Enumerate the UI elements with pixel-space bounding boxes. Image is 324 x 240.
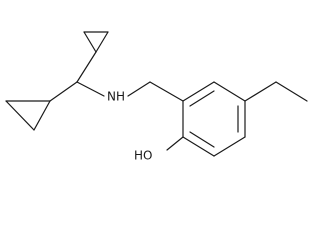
substituents	[166, 81, 308, 151]
amine-label: NH	[107, 90, 125, 104]
hydroxyl-label: HO	[134, 149, 152, 163]
chemical-structure-diagram: NH HO	[5, 31, 308, 163]
cyclopropyl-ring-lower	[5, 100, 51, 131]
cyclopropyl-ring-upper	[83, 31, 109, 53]
aminomethyl-chain	[49, 51, 184, 102]
benzene-ring	[182, 81, 246, 157]
